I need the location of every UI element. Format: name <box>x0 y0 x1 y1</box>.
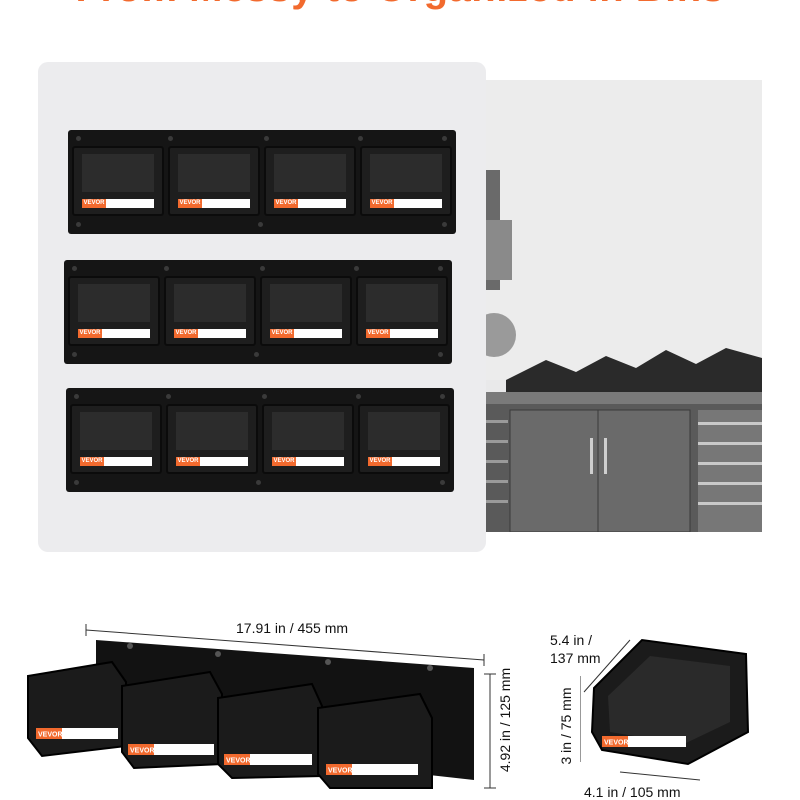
rack-3-rail: VEVOR VEVOR VEVOR VEVOR <box>66 388 454 492</box>
bin-depth-line1: 5.4 in / <box>550 632 593 648</box>
headline: From Messy to Organized in Bins <box>0 0 800 11</box>
bin-width-label: 4.1 in / 105 mm <box>584 784 681 800</box>
brand-badge-4: VEVOR <box>328 768 353 775</box>
brand-badge-3: VEVOR <box>226 758 251 765</box>
single-bin-diagram: VEVOR <box>580 638 750 781</box>
rack-2-rail: VEVOR VEVOR VEVOR VEVOR <box>64 260 452 364</box>
rail-height-label: 4.92 in / 125 mm <box>497 667 513 773</box>
rack-dimension-diagram: VEVOR VEVOR VEVOR VEVOR <box>27 624 496 789</box>
single-bin-brand-badge: VEVOR <box>604 740 629 747</box>
brand-badge-1: VEVOR <box>38 732 63 739</box>
brand-badge-2: VEVOR <box>130 748 155 755</box>
bin-depth-line2: 137 mm <box>550 650 601 666</box>
bin-height-label: 3 in / 75 mm <box>558 687 574 765</box>
rack-1-rail: VEVOR VEVOR VEVOR VEVOR <box>68 130 456 234</box>
cabinet-photo-icon <box>486 80 762 532</box>
messy-cabinet-photo <box>486 80 762 532</box>
product-photo-panel: VEVOR VEVOR VEVOR VEVOR VEVOR VEVOR VEVO… <box>38 62 486 552</box>
rail-length-label: 17.91 in / 455 mm <box>236 620 349 636</box>
